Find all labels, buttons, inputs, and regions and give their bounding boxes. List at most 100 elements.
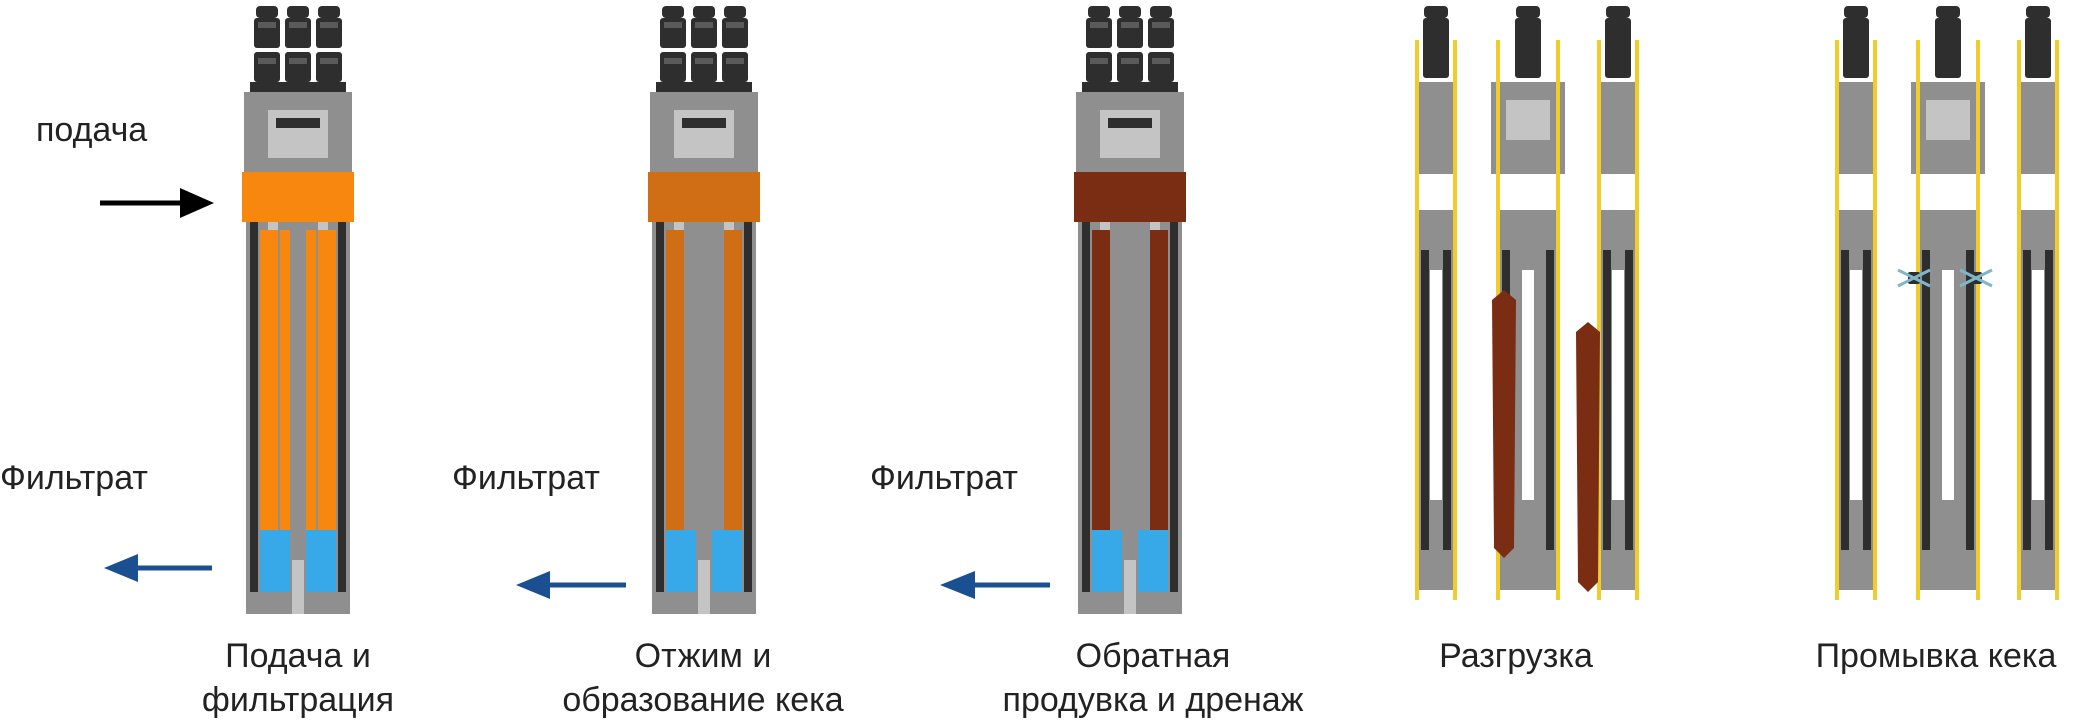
chamber-fluid [318,230,336,530]
valve-cluster [1605,6,1631,78]
valve-ring [695,22,713,28]
valve-ring [726,58,744,64]
stage-caption-squeeze-cake: Отжим и образование кека [562,634,843,722]
stage-caption-feed-filtration: Подача и фильтрация [202,634,394,722]
valve-cap [1844,6,1868,18]
plate-head [1836,82,1876,174]
caption-line: Разгрузка [1439,637,1593,675]
filtrate-label-3: Фильтрат [870,459,1018,497]
spray-jet [1959,268,1993,288]
filtrate-pool [1138,530,1168,592]
valve-body [1117,52,1143,82]
caption-line: Подача и [225,637,371,675]
feed-channel [1074,172,1186,222]
caption-line: Отжим и [634,637,772,675]
spray-nozzle-icon [1959,268,1993,288]
chamber-fluid [260,230,278,530]
valve-body [1515,18,1541,78]
valve-body [1935,18,1961,78]
head-window [268,110,328,158]
valve-cluster [1082,6,1178,92]
valve-ring [664,58,682,64]
caption-line: фильтрация [201,681,395,719]
filter-plate-stack-blowback-drain [1074,6,1186,614]
valve-body [285,52,311,82]
feed-label: подача [36,111,148,149]
head-window [1926,100,1970,140]
valve-cap [1516,6,1540,18]
valve-body [691,52,717,82]
valve-ring [1152,58,1170,64]
chamber-fluid [280,230,290,530]
feed-channel [648,172,760,222]
valve-body [660,52,686,82]
valve-ring [289,22,307,28]
head-slot [1108,118,1152,128]
falling-cake [1576,322,1600,592]
head-window [674,110,734,158]
plate-gap [1430,270,1442,500]
valve-ring [695,58,713,64]
filter-plate-stack-squeeze-cake [648,6,760,614]
caption-line: продувка и дренаж [1002,681,1304,719]
spray-nozzle-icon [1897,268,1931,288]
valve-ring [289,58,307,64]
plate-frame [1421,250,1429,550]
valve-body [722,52,748,82]
valve-ring [1090,22,1108,28]
chamber-fluid [306,230,316,530]
plate-frame-left [656,222,664,614]
valve-manifold [250,82,346,92]
plate-frame-left [250,222,258,614]
filtrate-arrow-icon-3 [940,571,1050,599]
valve-cap [1424,6,1448,18]
valve-ring [1090,58,1108,64]
plate-frame-left [1082,222,1090,614]
chamber-fluid [1150,230,1168,530]
valve-body [1148,52,1174,82]
valve-body [2025,18,2051,78]
valve-cap [1606,6,1630,18]
valve-body [254,52,280,82]
stage-caption-discharge: Разгрузка [1439,634,1593,678]
stage-caption-blowback-drain: Обратная продувка и дренаж [1003,634,1304,722]
plate-gap [1612,270,1624,500]
plate-frame-right [338,222,346,614]
valve-body [1843,18,1869,78]
plate-frame [1966,250,1974,550]
valve-cluster [1843,6,1869,78]
valve-cluster [1515,6,1541,78]
valve-cap [1150,6,1172,18]
valve-cluster [250,6,346,92]
filtrate-pool [260,530,290,592]
plate-gap [1850,270,1862,500]
feed-arrow-icon [100,188,214,218]
valve-ring [664,22,682,28]
valve-body [1605,18,1631,78]
plate-frame [1922,250,1930,550]
valve-ring [1121,58,1139,64]
plate-head [1416,82,1456,174]
drain-pipe [292,560,304,614]
plate-frame-right [744,222,752,614]
valve-cap [662,6,684,18]
valve-cluster [656,6,752,92]
caption-line: Промывка кека [1815,637,2057,675]
valve-cap [724,6,746,18]
valve-ring [1152,22,1170,28]
head-slot [276,118,320,128]
caption-line: Обратная [1075,637,1231,675]
valve-cap [1088,6,1110,18]
filter-plate-stack-discharge [1415,6,1639,600]
plate-frame [1625,250,1633,550]
plate-frame [1841,250,1849,550]
plate-gap [1522,270,1534,500]
plate-frame [1443,250,1451,550]
valve-ring [726,22,744,28]
plate-gap [2032,270,2044,500]
chamber-fluid [1092,230,1110,530]
valve-cluster [1423,6,1449,78]
filtrate-label-1: Фильтрат [0,459,148,497]
stage-caption-cake-wash: Промывка кека [1816,634,2057,678]
